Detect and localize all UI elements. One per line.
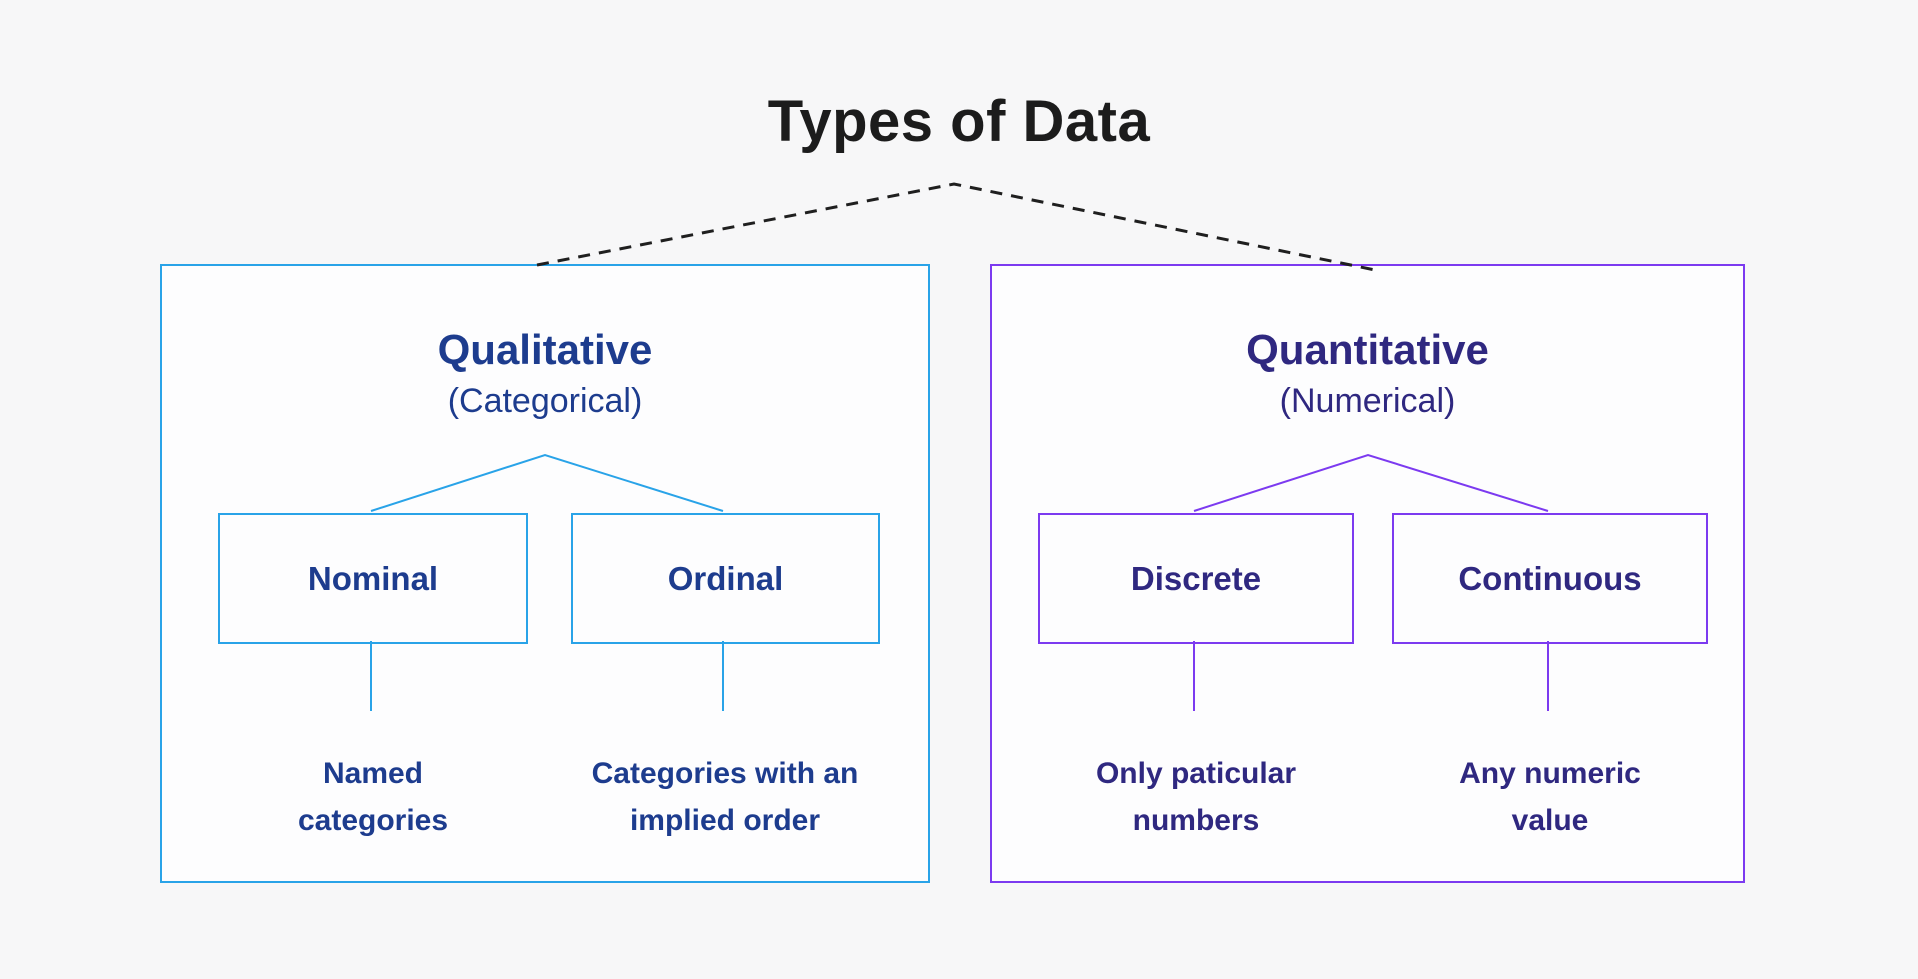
continuous-description: Any numeric value [1459, 757, 1641, 837]
title-dashed-connector [536, 182, 1381, 273]
quantitative-panel: Quantitative (Numerical) Discrete Contin… [990, 264, 1745, 883]
qualitative-subheading: (Categorical) [447, 382, 643, 420]
discrete-label: Discrete [1130, 559, 1262, 597]
ordinal-box: Ordinal [571, 513, 880, 644]
quantitative-subheading: (Numerical) [1279, 382, 1456, 420]
ordinal-description: Categories with an implied order [591, 757, 859, 837]
quantitative-heading: Quantitative [1246, 326, 1489, 373]
discrete-box: Discrete [1038, 513, 1354, 644]
discrete-description: Only paticular numbers [1095, 757, 1297, 837]
ordinal-label: Ordinal [667, 559, 784, 597]
continuous-box: Continuous [1392, 513, 1708, 644]
diagram-title: Types of Data [767, 89, 1151, 154]
nominal-label: Nominal [307, 559, 439, 597]
nominal-description: Named categories [297, 757, 449, 837]
qualitative-heading: Qualitative [437, 326, 653, 373]
continuous-label: Continuous [1458, 559, 1642, 597]
qualitative-panel: Qualitative (Categorical) Nominal Ordina… [160, 264, 930, 883]
nominal-box: Nominal [218, 513, 528, 644]
